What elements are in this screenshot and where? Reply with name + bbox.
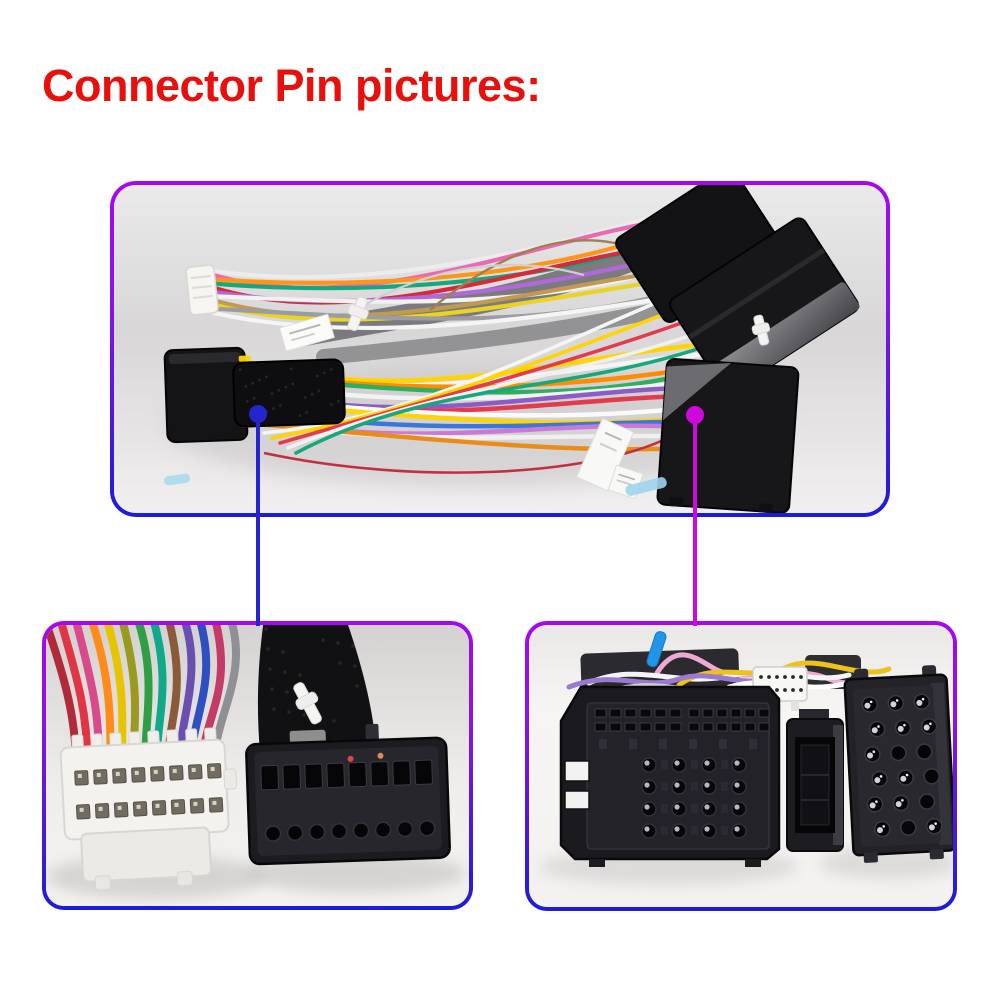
detail-left-panel [42, 621, 473, 910]
main-harness-illustration [114, 185, 886, 513]
quadlock-connector-angled [615, 185, 860, 394]
velcro-wrap [232, 358, 346, 428]
detail-left-illustration [46, 625, 469, 906]
main-harness-photo [114, 185, 886, 513]
heat-shrink-tips [164, 473, 667, 496]
zip-ties [347, 296, 771, 346]
black-16pin-connector-front [245, 723, 451, 866]
detail-right-illustration [529, 625, 953, 907]
page-title: Connector Pin pictures: [42, 60, 541, 111]
quadlock-40pin-face [559, 685, 781, 867]
zip-tie [293, 682, 322, 725]
detail-right-panel [525, 621, 957, 911]
soft-shadow [819, 847, 953, 879]
detail-right-photo [529, 625, 953, 907]
main-photo-panel [110, 181, 890, 517]
small-white-connector [185, 264, 219, 316]
quadlock-connector-side [656, 358, 800, 513]
center-connector-face [786, 709, 844, 852]
detail-left-photo [46, 625, 469, 906]
bmw-roundpin-connector-face [843, 665, 953, 863]
blue-heat-shrink-tip [646, 631, 667, 668]
white-16pin-connector-front [59, 727, 238, 891]
